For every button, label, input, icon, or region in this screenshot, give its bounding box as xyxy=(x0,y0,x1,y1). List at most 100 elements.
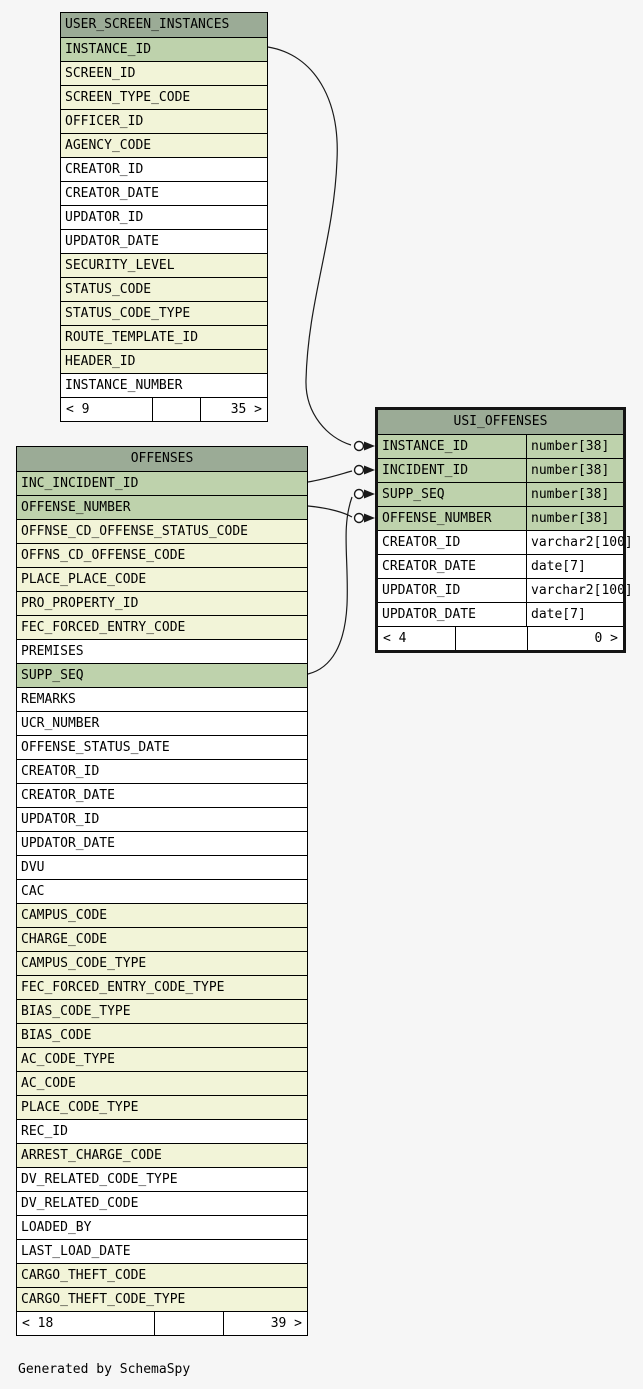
column-name: INCIDENT_ID xyxy=(378,459,527,482)
column-row: INSTANCE_ID number[38] xyxy=(378,434,623,458)
column-row: UPDATOR_ID xyxy=(61,205,267,229)
parent-count: < 4 xyxy=(383,631,407,646)
column-row: PLACE_CODE_TYPE xyxy=(17,1095,307,1119)
column-name: UCR_NUMBER xyxy=(21,716,100,731)
column-row: REC_ID xyxy=(17,1119,307,1143)
column-name: INSTANCE_NUMBER xyxy=(65,378,183,393)
table-title[interactable]: USI_OFFENSES xyxy=(378,410,623,434)
column-name: PREMISES xyxy=(21,644,84,659)
column-name: LOADED_BY xyxy=(21,1220,92,1235)
column-name: LAST_LOAD_DATE xyxy=(21,1244,131,1259)
column-row: OFFNS_CD_OFFENSE_CODE xyxy=(17,543,307,567)
column-name: UPDATOR_DATE xyxy=(65,234,159,249)
column-type: number[38] xyxy=(531,463,610,478)
column-name: CHARGE_CODE xyxy=(21,932,108,947)
column-name: PRO_PROPERTY_ID xyxy=(21,596,139,611)
column-row: DV_RELATED_CODE_TYPE xyxy=(17,1167,307,1191)
column-name: UPDATOR_DATE xyxy=(378,603,527,626)
column-row: PREMISES xyxy=(17,639,307,663)
column-row: DVU xyxy=(17,855,307,879)
column-name: CREATOR_ID xyxy=(378,531,527,554)
column-name: CARGO_THEFT_CODE xyxy=(21,1268,147,1283)
child-count: 35 > xyxy=(200,398,267,421)
footer-spacer xyxy=(154,1312,223,1335)
column-list: INC_INCIDENT_ID OFFENSE_NUMBER OFFNSE_CD… xyxy=(17,471,307,1311)
column-row: INCIDENT_ID number[38] xyxy=(378,458,623,482)
parent-count: < 18 xyxy=(22,1316,54,1331)
column-row: CREATOR_ID varchar2[100] xyxy=(378,530,633,554)
zero-many-dot-icon xyxy=(353,440,365,452)
column-list: INSTANCE_ID SCREEN_ID SCREEN_TYPE_CODE O… xyxy=(61,37,267,397)
child-count: 0 > xyxy=(527,627,623,650)
column-row: INSTANCE_NUMBER xyxy=(61,373,267,397)
column-row: SUPP_SEQ xyxy=(17,663,307,687)
column-name: PLACE_PLACE_CODE xyxy=(21,572,147,587)
column-row: UPDATOR_ID xyxy=(17,807,307,831)
column-name: INSTANCE_ID xyxy=(378,435,527,458)
column-row: CAMPUS_CODE_TYPE xyxy=(17,951,307,975)
table-title[interactable]: OFFENSES xyxy=(17,447,307,471)
column-row: CREATOR_ID xyxy=(17,759,307,783)
column-row: ARREST_CHARGE_CODE xyxy=(17,1143,307,1167)
column-row: CARGO_THEFT_CODE_TYPE xyxy=(17,1287,307,1311)
column-row: INC_INCIDENT_ID xyxy=(17,471,307,495)
column-name: OFFICER_ID xyxy=(65,114,144,129)
column-row: INSTANCE_ID xyxy=(61,37,267,61)
column-name: OFFNS_CD_OFFENSE_CODE xyxy=(21,548,186,563)
table-title[interactable]: USER_SCREEN_INSTANCES xyxy=(61,13,267,37)
column-name: SCREEN_TYPE_CODE xyxy=(65,90,191,105)
column-row: UCR_NUMBER xyxy=(17,711,307,735)
child-count: 39 > xyxy=(223,1312,307,1335)
footer-spacer xyxy=(455,627,527,650)
column-row: PLACE_PLACE_CODE xyxy=(17,567,307,591)
column-name: AC_CODE xyxy=(21,1076,76,1091)
column-name: CREATOR_ID xyxy=(65,162,144,177)
column-name: OFFENSE_NUMBER xyxy=(21,500,131,515)
zero-many-dot-icon xyxy=(353,488,365,500)
column-row: CREATOR_DATE xyxy=(17,783,307,807)
arrowhead-icon xyxy=(364,489,375,499)
column-name: REC_ID xyxy=(21,1124,68,1139)
table-footer: < 4 0 > xyxy=(378,626,623,650)
column-name: UPDATOR_ID xyxy=(378,579,527,602)
parent-count: < 9 xyxy=(66,402,90,417)
column-name: STATUS_CODE_TYPE xyxy=(65,306,191,321)
column-name: BIAS_CODE_TYPE xyxy=(21,1004,131,1019)
column-name: CREATOR_DATE xyxy=(378,555,527,578)
column-name: STATUS_CODE xyxy=(65,282,152,297)
column-row: SCREEN_TYPE_CODE xyxy=(61,85,267,109)
column-type: number[38] xyxy=(531,439,610,454)
column-row: FEC_FORCED_ENTRY_CODE xyxy=(17,615,307,639)
column-name: ARREST_CHARGE_CODE xyxy=(21,1148,162,1163)
zero-many-dot-icon xyxy=(353,512,365,524)
column-row: LOADED_BY xyxy=(17,1215,307,1239)
column-row: DV_RELATED_CODE xyxy=(17,1191,307,1215)
column-name: FEC_FORCED_ENTRY_CODE xyxy=(21,620,186,635)
column-name: CARGO_THEFT_CODE_TYPE xyxy=(21,1292,186,1307)
column-name: CREATOR_DATE xyxy=(21,788,115,803)
table-footer: < 9 35 > xyxy=(61,397,267,421)
column-name: PLACE_CODE_TYPE xyxy=(21,1100,139,1115)
column-name: CAMPUS_CODE xyxy=(21,908,108,923)
table-offenses: OFFENSES INC_INCIDENT_ID OFFENSE_NUMBER … xyxy=(16,446,308,1336)
table-user-screen-instances: USER_SCREEN_INSTANCES INSTANCE_ID SCREEN… xyxy=(60,12,268,422)
column-name: CREATOR_ID xyxy=(21,764,100,779)
column-type: date[7] xyxy=(531,607,586,622)
column-row: SCREEN_ID xyxy=(61,61,267,85)
arrowhead-icon xyxy=(364,441,375,451)
column-name: BIAS_CODE xyxy=(21,1028,92,1043)
column-row: LAST_LOAD_DATE xyxy=(17,1239,307,1263)
column-row: UPDATOR_ID varchar2[100] xyxy=(378,578,633,602)
column-name: SUPP_SEQ xyxy=(21,668,84,683)
arrowhead-icon xyxy=(364,465,375,475)
column-row: BIAS_CODE xyxy=(17,1023,307,1047)
column-name: REMARKS xyxy=(21,692,76,707)
column-name: DVU xyxy=(21,860,45,875)
column-name: FEC_FORCED_ENTRY_CODE_TYPE xyxy=(21,980,225,995)
column-row: UPDATOR_DATE xyxy=(61,229,267,253)
column-row: CREATOR_DATE xyxy=(61,181,267,205)
relationship-endpoints xyxy=(353,440,375,524)
column-name: CAC xyxy=(21,884,45,899)
